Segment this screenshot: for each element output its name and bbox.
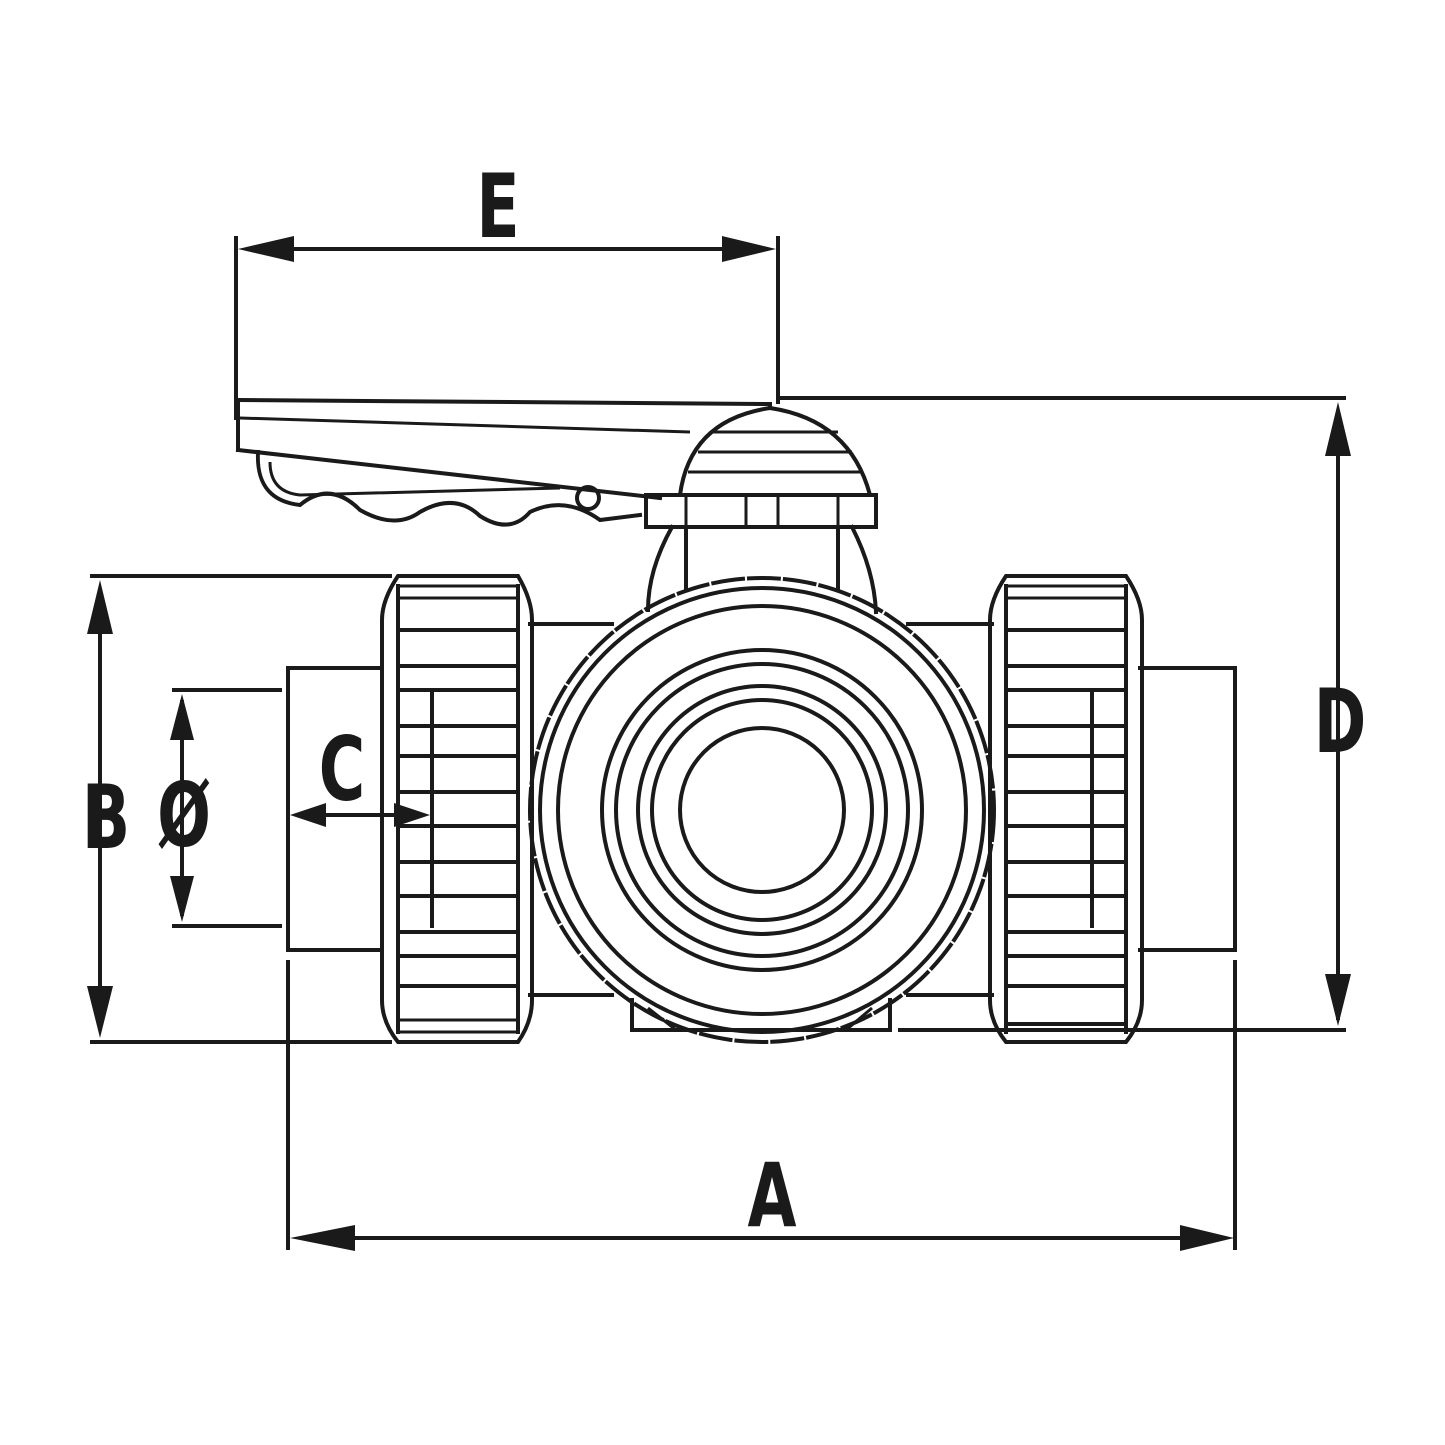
left-pipe-socket <box>286 666 382 952</box>
label-a: A <box>747 1146 796 1248</box>
right-union-nut <box>988 574 1144 1044</box>
dimension-c <box>290 803 430 827</box>
dimension-d <box>780 396 1351 1032</box>
valve-handle <box>235 397 879 615</box>
label-d: D <box>1314 672 1367 774</box>
label-phi: Ø <box>157 766 211 868</box>
label-b: B <box>82 768 130 870</box>
right-pipe-socket <box>1138 666 1237 952</box>
dimension-a <box>286 960 1237 1251</box>
label-e: E <box>476 157 519 259</box>
dimension-phi <box>170 688 282 928</box>
center-port <box>528 576 996 1044</box>
left-union-nut <box>380 574 534 1044</box>
dimension-b <box>87 574 392 1044</box>
label-c: C <box>319 720 365 822</box>
dimension-e <box>234 236 780 420</box>
